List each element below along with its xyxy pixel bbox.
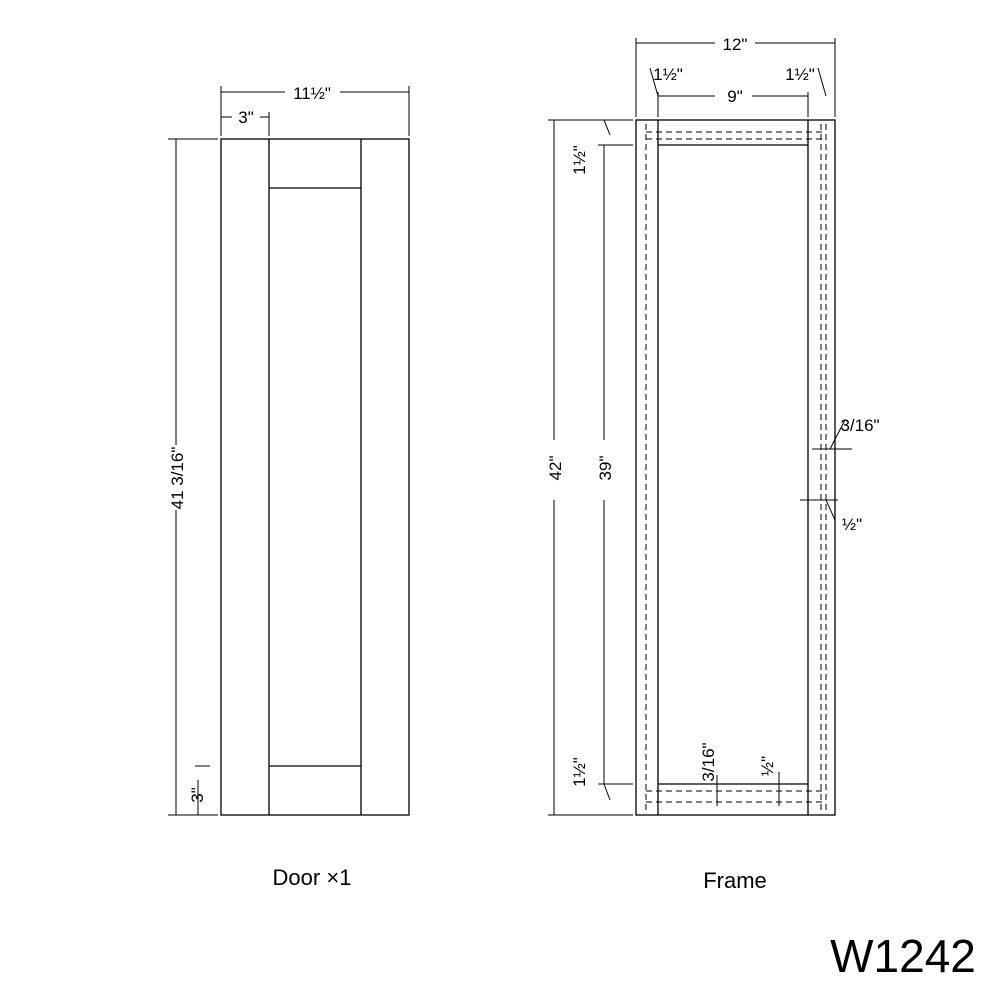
model-number: W1242 <box>830 930 976 982</box>
door-view <box>220 138 410 816</box>
frame-view <box>635 119 836 816</box>
frame-bottom-groove-offset-label: ½" <box>758 756 777 776</box>
frame-groove-depth-label: 3/16" <box>840 416 879 435</box>
frame-right-stile-label: 1½" <box>785 65 815 84</box>
door-rail-dimension: 3" <box>188 765 210 815</box>
frame-left-stile-label: 1½" <box>653 65 683 84</box>
frame-bottom-groove-depth-label: 3/16" <box>699 742 718 781</box>
door-height-label: 41 3/16" <box>168 447 187 510</box>
door-width-dimension: 11½" <box>220 84 410 136</box>
door-outline <box>220 138 410 816</box>
frame-height-label: 42" <box>546 456 565 481</box>
frame-opening-width-label: 9" <box>727 87 743 106</box>
frame-top-rail-label: 1½" <box>570 145 589 175</box>
frame-groove-callouts: 3/16" ½" <box>800 416 880 534</box>
door-caption: Door ×1 <box>273 865 352 890</box>
door-height-dimension: 41 3/16" <box>168 138 218 816</box>
frame-outline <box>635 119 836 816</box>
frame-opening-height-label: 39" <box>596 456 615 481</box>
door-rail-label: 3" <box>188 787 207 803</box>
frame-groove-offset-label: ½" <box>842 515 862 534</box>
frame-height-dimension: 42" <box>546 119 633 816</box>
door-stile-dimension: 3" <box>221 108 270 136</box>
frame-bottom-groove-callouts: 3/16" ½" <box>699 742 780 806</box>
frame-rail-dimensions: 1½" 1½" <box>570 119 611 801</box>
door-width-label: 11½" <box>293 84 331 103</box>
frame-opening-height-dimension: 39" <box>596 144 633 785</box>
frame-opening-width-dimension: 9" <box>658 87 808 106</box>
frame-bottom-rail-label: 1½" <box>570 757 589 787</box>
frame-stile-dimensions: 1½" 1½" <box>649 65 827 117</box>
frame-width-label: 12" <box>723 35 748 54</box>
door-stile-label: 3" <box>238 108 254 127</box>
frame-caption: Frame <box>703 868 767 893</box>
frame-width-dimension: 12" <box>635 35 836 117</box>
